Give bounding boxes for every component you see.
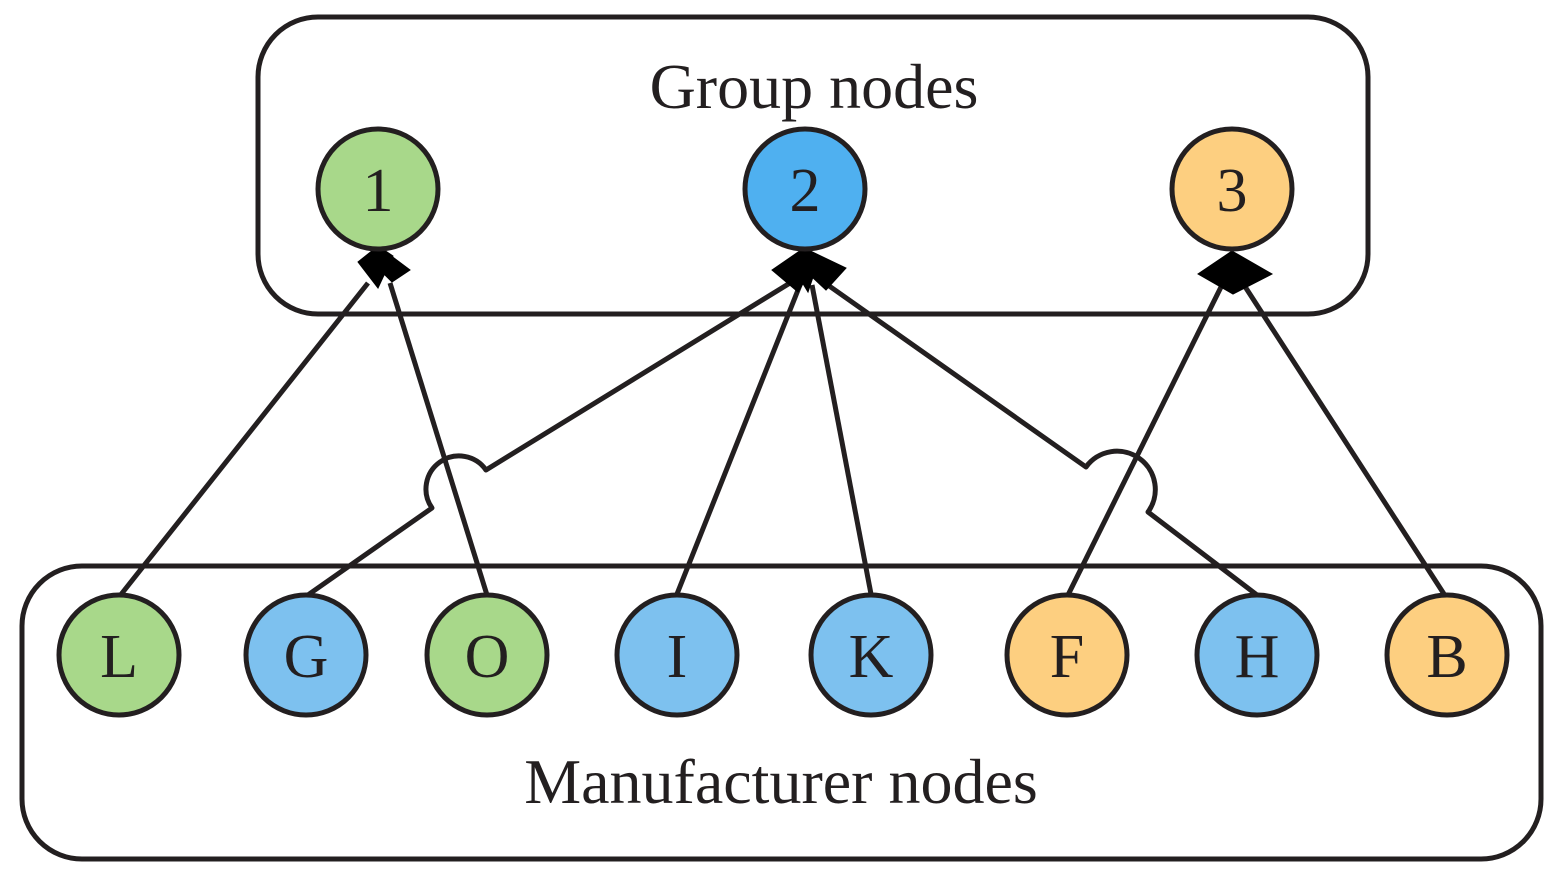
manufacturer-node-I: I bbox=[614, 592, 740, 718]
group-node-3: 3 bbox=[1169, 126, 1295, 252]
group-node-2-circle bbox=[742, 126, 868, 252]
manufacturer-node-B-label: B bbox=[1426, 623, 1467, 691]
group-nodes-title: Group nodes bbox=[650, 51, 979, 122]
group-node-3-label: 3 bbox=[1217, 157, 1248, 225]
manufacturer-node-I-label: I bbox=[667, 623, 688, 691]
arrowheads bbox=[357, 245, 1274, 295]
manufacturer-node-L-label: L bbox=[100, 623, 138, 691]
manufacturer-node-L: L bbox=[56, 592, 182, 718]
manufacturer-node-B-circle bbox=[1384, 592, 1510, 718]
edge-G-to-2 bbox=[303, 280, 792, 600]
edge-L-to-1 bbox=[117, 281, 370, 599]
group-node-1-label: 1 bbox=[363, 157, 394, 225]
manufacturer-node-F-circle bbox=[1004, 592, 1130, 718]
manufacturer-node-I-circle bbox=[614, 592, 740, 718]
manufacturer-node-G-circle bbox=[243, 592, 369, 718]
manufacturer-node-H-circle bbox=[1194, 592, 1320, 718]
arrowhead-1-right bbox=[371, 245, 411, 283]
arrowhead-3 bbox=[1197, 250, 1274, 295]
group-nodes-box bbox=[255, 14, 1371, 317]
manufacturer-node-H: H bbox=[1194, 592, 1320, 718]
manufacturer-nodes-title: Manufacturer nodes bbox=[524, 746, 1038, 817]
edge-B-to-3 bbox=[1241, 283, 1447, 596]
edge-I-to-2 bbox=[674, 284, 803, 595]
manufacturer-node-G: G bbox=[243, 592, 369, 718]
group-node-2-label: 2 bbox=[790, 157, 821, 225]
group-node-1-circle bbox=[315, 126, 441, 252]
manufacturer-node-L-circle bbox=[56, 592, 182, 718]
manufacturer-nodes-box bbox=[19, 563, 1544, 862]
edge-H-to-2 bbox=[823, 280, 1259, 597]
manufacturer-node-F-label: F bbox=[1050, 623, 1084, 691]
manufacturer-node-K-circle bbox=[808, 592, 934, 718]
manufacturer-node-G-label: G bbox=[284, 623, 329, 691]
edges bbox=[117, 280, 1447, 600]
edge-F-to-3 bbox=[1065, 283, 1225, 597]
manufacturer-node-O-circle bbox=[424, 592, 550, 718]
group-node-1: 1 bbox=[315, 126, 441, 252]
group-node-3-circle bbox=[1169, 126, 1295, 252]
edge-K-to-2 bbox=[809, 284, 874, 595]
manufacturer-node-F: F bbox=[1004, 592, 1130, 718]
group-node-2: 2 bbox=[742, 126, 868, 252]
manufacturer-node-B: B bbox=[1384, 592, 1510, 718]
manufacturer-node-O: O bbox=[424, 592, 550, 718]
manufacturer-node-H-label: H bbox=[1235, 623, 1280, 691]
arrowhead-2-right bbox=[795, 247, 847, 291]
manufacturer-node-K: K bbox=[808, 592, 934, 718]
edge-O-to-1 bbox=[387, 282, 490, 596]
manufacturer-node-O-label: O bbox=[465, 623, 510, 691]
manufacturer-node-K-label: K bbox=[849, 623, 894, 691]
